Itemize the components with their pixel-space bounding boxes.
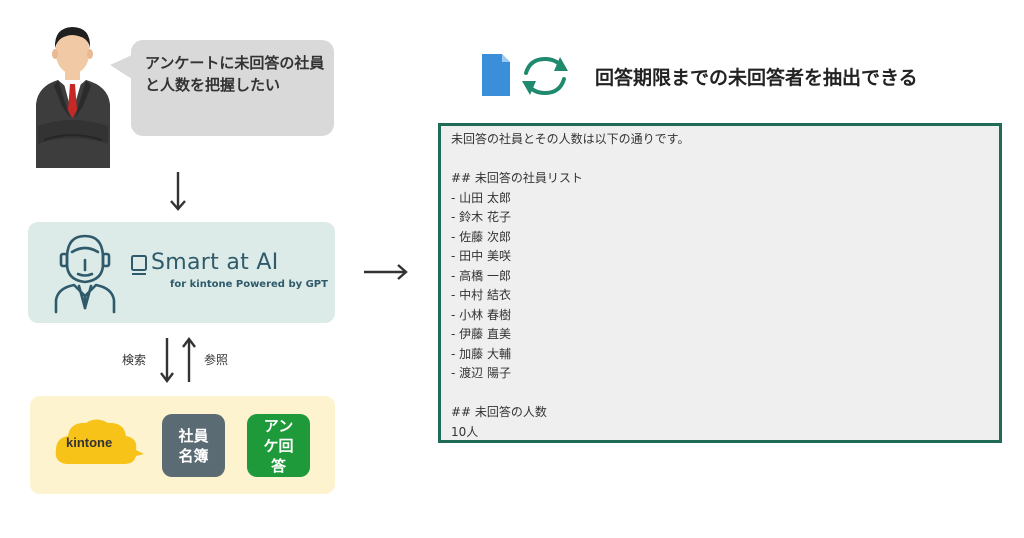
reference-label: 参照	[204, 353, 229, 367]
smart-at-ai-card	[28, 222, 335, 323]
ai-robot-icon	[54, 234, 116, 314]
smart-at-ai-name: Smart at AI	[151, 250, 279, 275]
arrow-down-icon	[170, 172, 186, 211]
result-line: 未回答の社員とその人数は以下の通りです。	[451, 132, 690, 146]
result-line: 10人	[451, 424, 479, 439]
speech-bubble-text: アンケートに未回答の社員と人数を把握したい	[145, 54, 325, 94]
result-line: - 渡辺 陽子	[451, 366, 511, 380]
employee-directory-tile: 社員名簿	[162, 414, 225, 477]
result-line: - 小林 春樹	[451, 307, 511, 322]
result-output-box: 未回答の社員とその人数は以下の通りです。 ## 未回答の社員リスト - 山田 太郎 -…	[438, 123, 1002, 443]
arrow-up-icon	[182, 337, 196, 382]
kintone-cloud-icon	[55, 419, 144, 464]
result-line: - 山田 太郎	[451, 190, 511, 205]
result-line: - 加藤 大輔	[451, 346, 511, 361]
result-line: - 中村 結衣	[451, 288, 511, 302]
survey-answers-tile: アンケ回答	[247, 414, 310, 477]
smart-at-ai-subtitle: for kintone Powered by GPT	[170, 279, 328, 290]
result-line: ## 未回答の人数	[451, 405, 547, 419]
result-line: ## 未回答の社員リスト	[451, 171, 583, 185]
result-line	[451, 384, 689, 404]
arrow-down-icon	[160, 338, 174, 383]
result-line: - 伊藤 直美	[451, 327, 511, 341]
smart-at-ai-logo-icon	[131, 255, 147, 275]
speech-bubble-tail	[110, 55, 132, 79]
kintone-label: kintone	[66, 435, 113, 450]
search-label: 検索	[122, 353, 147, 367]
result-lines: 未回答の社員とその人数は以下の通りです。 ## 未回答の社員リスト - 山田 太郎 -…	[451, 130, 689, 442]
document-icon	[482, 54, 510, 96]
result-line	[451, 150, 689, 170]
refresh-icon	[522, 56, 568, 96]
businessman-icon	[36, 27, 110, 168]
result-line: - 鈴木 花子	[451, 210, 511, 224]
employee-directory-label: 社員名簿	[178, 426, 209, 465]
result-line: - 田中 美咲	[451, 249, 511, 263]
headline: 回答期限までの未回答者を抽出できる	[595, 67, 918, 89]
survey-answers-label: アンケ回答	[263, 416, 294, 475]
speech-bubble	[131, 40, 334, 136]
result-line: - 高橋 一郎	[451, 268, 511, 283]
result-line: - 佐藤 次郎	[451, 229, 511, 244]
arrow-right-icon	[364, 264, 408, 280]
